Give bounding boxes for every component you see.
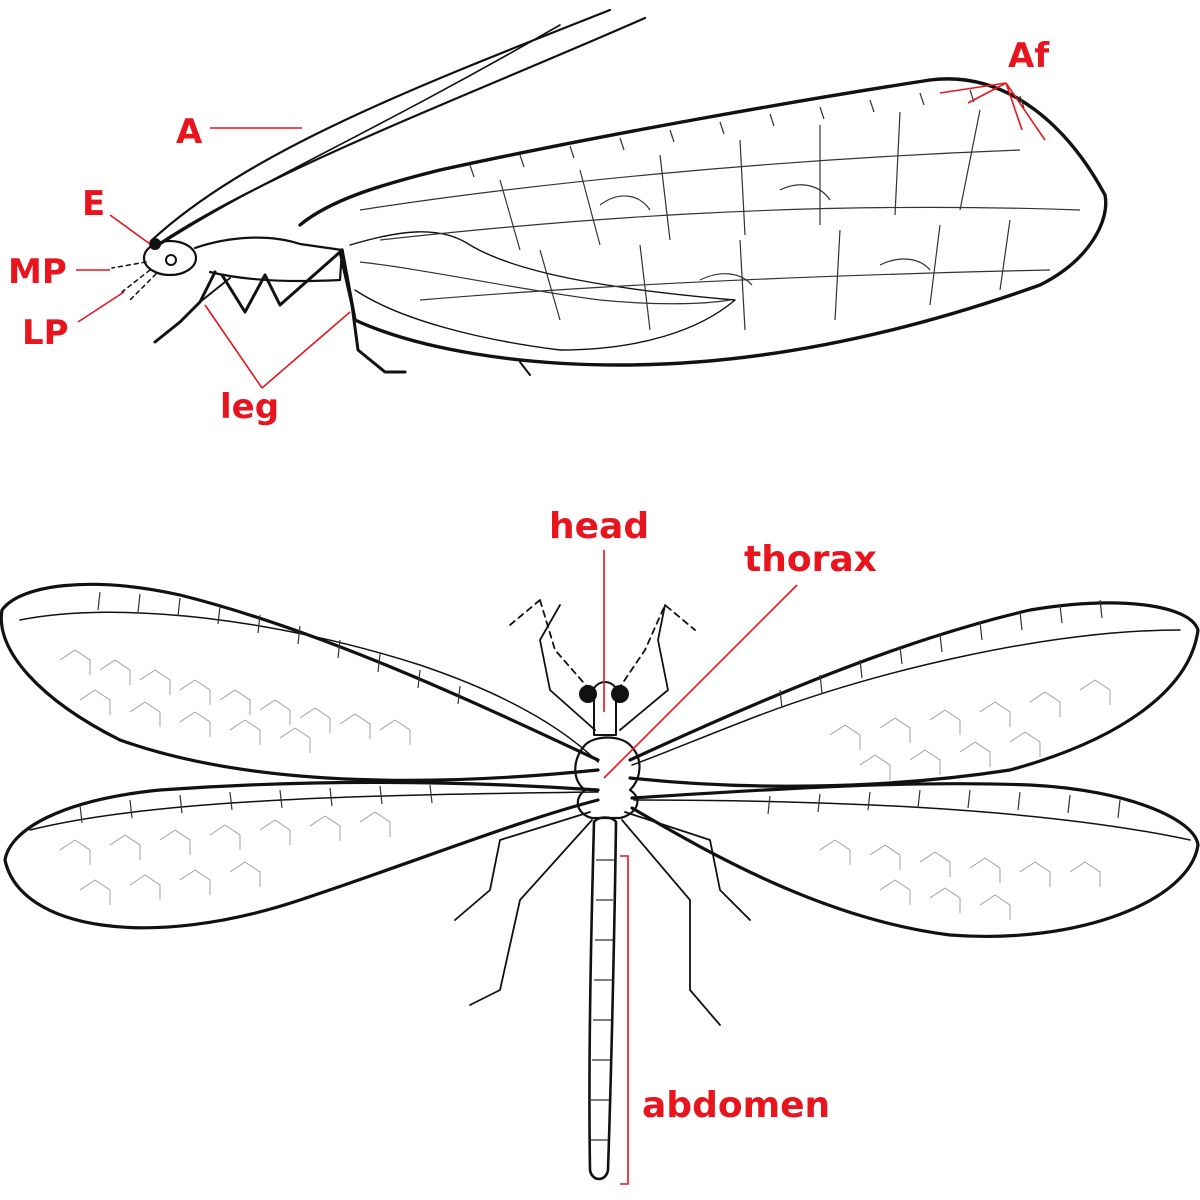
left-hindwing <box>3 780 600 930</box>
label-maxillary-palp: MP <box>8 252 67 292</box>
left-forewing <box>0 582 600 782</box>
label-leg: leg <box>220 387 279 427</box>
head-dorsal <box>593 681 617 736</box>
hind-leg-right <box>621 819 721 1026</box>
antenna-2 <box>158 16 647 245</box>
thorax-dorsal <box>574 736 641 820</box>
abdomen-dorsal <box>588 816 618 1181</box>
leader-labial-palp <box>77 291 125 323</box>
hindwing-side <box>349 231 736 351</box>
dorsal-view-drawing <box>0 582 1200 1181</box>
leader-abdomen <box>620 855 629 1185</box>
abdomen-side <box>359 261 731 305</box>
forewing-side <box>298 77 1108 367</box>
mid-leg-right <box>624 811 751 921</box>
costal-crossveins-side <box>469 89 1025 178</box>
dorsal-view-labels: head thorax abdomen <box>549 506 877 1185</box>
head-side <box>142 239 198 277</box>
label-abdomen: abdomen <box>642 1085 830 1126</box>
right-forewing <box>628 601 1200 788</box>
thorax-side <box>193 236 344 283</box>
left-forewing-costa <box>19 611 599 763</box>
leader-eye <box>109 214 151 245</box>
wing-veins-side <box>359 109 1081 331</box>
antenna-3 <box>157 24 561 247</box>
right-hindwing <box>630 782 1200 938</box>
hind-leg-left <box>469 819 593 1006</box>
eye-side-2 <box>165 254 177 266</box>
mouth-palp-3 <box>129 273 157 301</box>
costal-crossveins-dorsal <box>79 591 1121 824</box>
label-labial-palp: LP <box>22 313 69 353</box>
left-antenna-dorsal <box>539 599 591 691</box>
leader-thorax <box>603 584 798 779</box>
right-antenna-dorsal <box>617 604 696 691</box>
label-wing-veins: Af <box>1008 36 1050 76</box>
label-thorax: thorax <box>744 539 877 580</box>
leg-2-side <box>220 250 342 314</box>
side-view-labels: A E MP LP leg Af <box>8 36 1050 427</box>
label-head: head <box>549 506 649 547</box>
left-eye-dorsal <box>579 685 597 703</box>
maxillary-palp <box>111 261 147 269</box>
abdomen-segments <box>591 859 614 1141</box>
right-hindwing-costa <box>633 799 1191 841</box>
right-forewing-costa <box>631 629 1181 766</box>
leader-wing-veins <box>939 82 1046 141</box>
front-leg-right <box>619 604 669 731</box>
leg-1-side <box>153 270 217 344</box>
right-eye-dorsal <box>611 685 629 703</box>
side-view-drawing <box>111 8 1108 376</box>
front-leg-left <box>539 604 596 731</box>
wing-cells-dorsal <box>59 649 1111 920</box>
leg-4-side <box>199 277 531 376</box>
left-antenna-dorsal-2 <box>509 599 541 626</box>
mid-leg-left <box>454 811 591 921</box>
labial-palp <box>121 269 151 293</box>
label-eye: E <box>82 184 105 224</box>
left-hindwing-costa <box>29 791 599 831</box>
leg-3-side <box>338 250 407 374</box>
eye-side <box>149 238 161 250</box>
leader-leg <box>204 304 351 389</box>
label-antenna: A <box>176 112 203 152</box>
antenna-1 <box>150 8 612 242</box>
